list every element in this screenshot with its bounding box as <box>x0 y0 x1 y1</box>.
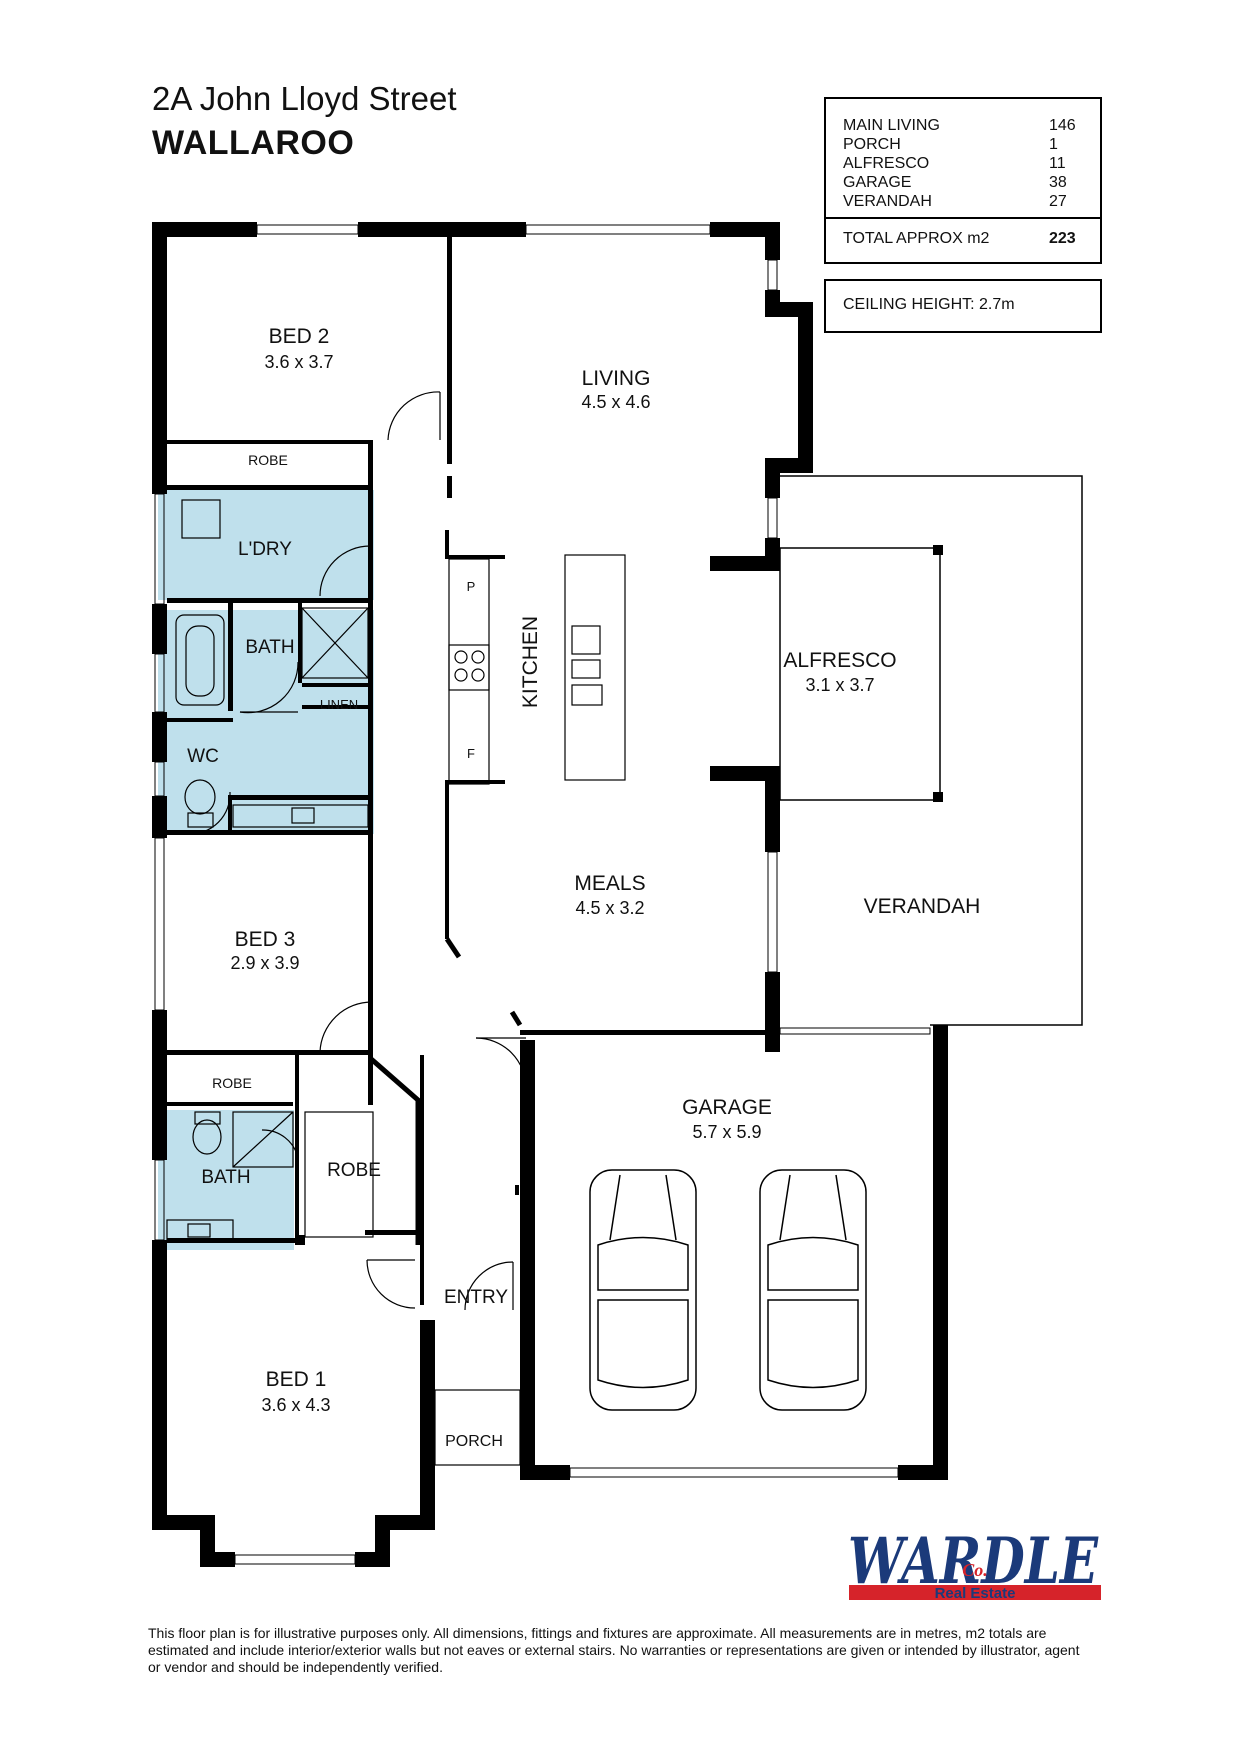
property-address: 2A John Lloyd Street <box>152 80 457 117</box>
area-table-divider <box>826 217 1100 219</box>
room-bath-main-name: BATH <box>245 637 294 658</box>
shower <box>301 607 369 679</box>
room-robe-bed2-name: ROBE <box>248 452 288 468</box>
room-alfresco-name: ALFRESCO <box>783 649 896 672</box>
laundry-floor <box>158 490 374 600</box>
ensuite-vanity <box>166 1219 234 1241</box>
room-wc-name: WC <box>187 746 219 767</box>
room-meals-size: 4.5 x 3.2 <box>575 898 644 918</box>
room-bed3-size: 2.9 x 3.9 <box>230 953 299 973</box>
room-verandah-name: VERANDAH <box>864 895 981 918</box>
room-fridge-name: F <box>467 746 475 761</box>
room-meals-name: MEALS <box>574 872 645 895</box>
alfresco-post <box>933 545 943 555</box>
room-porch-name: PORCH <box>445 1433 503 1450</box>
kitchen-island <box>564 554 626 781</box>
internal-walls <box>167 236 775 1305</box>
car-right <box>759 1169 867 1411</box>
property-suburb: WALLAROO <box>152 124 355 162</box>
verandah-outline <box>780 475 1083 1026</box>
room-bed1-size: 3.6 x 4.3 <box>261 1395 330 1415</box>
room-living-name: LIVING <box>582 367 651 390</box>
cooktop <box>448 644 490 691</box>
vanity <box>232 804 369 828</box>
windows <box>154 224 931 1565</box>
room-garage-size: 5.7 x 5.9 <box>692 1122 761 1142</box>
garage-cars <box>589 1169 867 1411</box>
room-bed2-size: 3.6 x 3.7 <box>264 352 333 372</box>
ceiling-height-box: CEILING HEIGHT: 2.7m <box>824 279 1102 333</box>
kitchen-sink <box>571 625 601 655</box>
room-linen-name: LINEN <box>320 697 358 712</box>
door-swings <box>187 391 527 1311</box>
room-kitchen-name: KITCHEN <box>519 616 542 708</box>
porch-outline <box>434 1389 521 1466</box>
room-entry-name: ENTRY <box>444 1287 508 1308</box>
room-bed3-name: BED 3 <box>235 928 296 951</box>
room-labels: BED 2 3.6 x 3.7 LIVING 4.5 x 4.6 ROBE L'… <box>187 325 980 1450</box>
logo-tagline: Real Estate <box>935 1585 1016 1602</box>
fixtures <box>166 499 626 1241</box>
room-laundry-name: L'DRY <box>238 539 292 560</box>
agency-logo: WARDLE Co. Real Estate <box>848 1524 1101 1602</box>
room-robe-bed3-name: ROBE <box>212 1075 252 1091</box>
alfresco-post <box>933 792 943 802</box>
ensuite-floor <box>158 1110 294 1250</box>
room-bath-ensuite-name: BATH <box>201 1167 250 1188</box>
room-pantry-name: P <box>467 579 476 594</box>
outdoor-outlines <box>779 475 1083 1026</box>
disclaimer-text: This floor plan is for illustrative purp… <box>148 1625 1080 1675</box>
ceiling-height-text: CEILING HEIGHT: 2.7m <box>843 296 1015 313</box>
alfresco-outline <box>779 547 941 801</box>
external-walls <box>152 222 948 1567</box>
room-robe-bed1-name: ROBE <box>327 1160 381 1181</box>
toilet <box>184 779 216 815</box>
room-living-size: 4.5 x 4.6 <box>581 392 650 412</box>
logo-red-bar <box>849 1585 1101 1600</box>
laundry-tub <box>181 499 221 539</box>
robe-bed1-shelves <box>304 1111 374 1238</box>
room-alfresco-size: 3.1 x 3.7 <box>805 675 874 695</box>
logo-co: Co. <box>962 1560 988 1580</box>
internal-walls-angled <box>368 937 523 1245</box>
ensuite-shower <box>232 1111 294 1168</box>
bathtub <box>175 614 225 706</box>
room-bed2-name: BED 2 <box>269 325 330 348</box>
room-garage-name: GARAGE <box>682 1096 772 1119</box>
room-bed1-name: BED 1 <box>266 1368 327 1391</box>
ensuite-toilet <box>192 1119 222 1155</box>
door-leaves <box>240 392 526 1310</box>
car-left <box>589 1169 697 1411</box>
